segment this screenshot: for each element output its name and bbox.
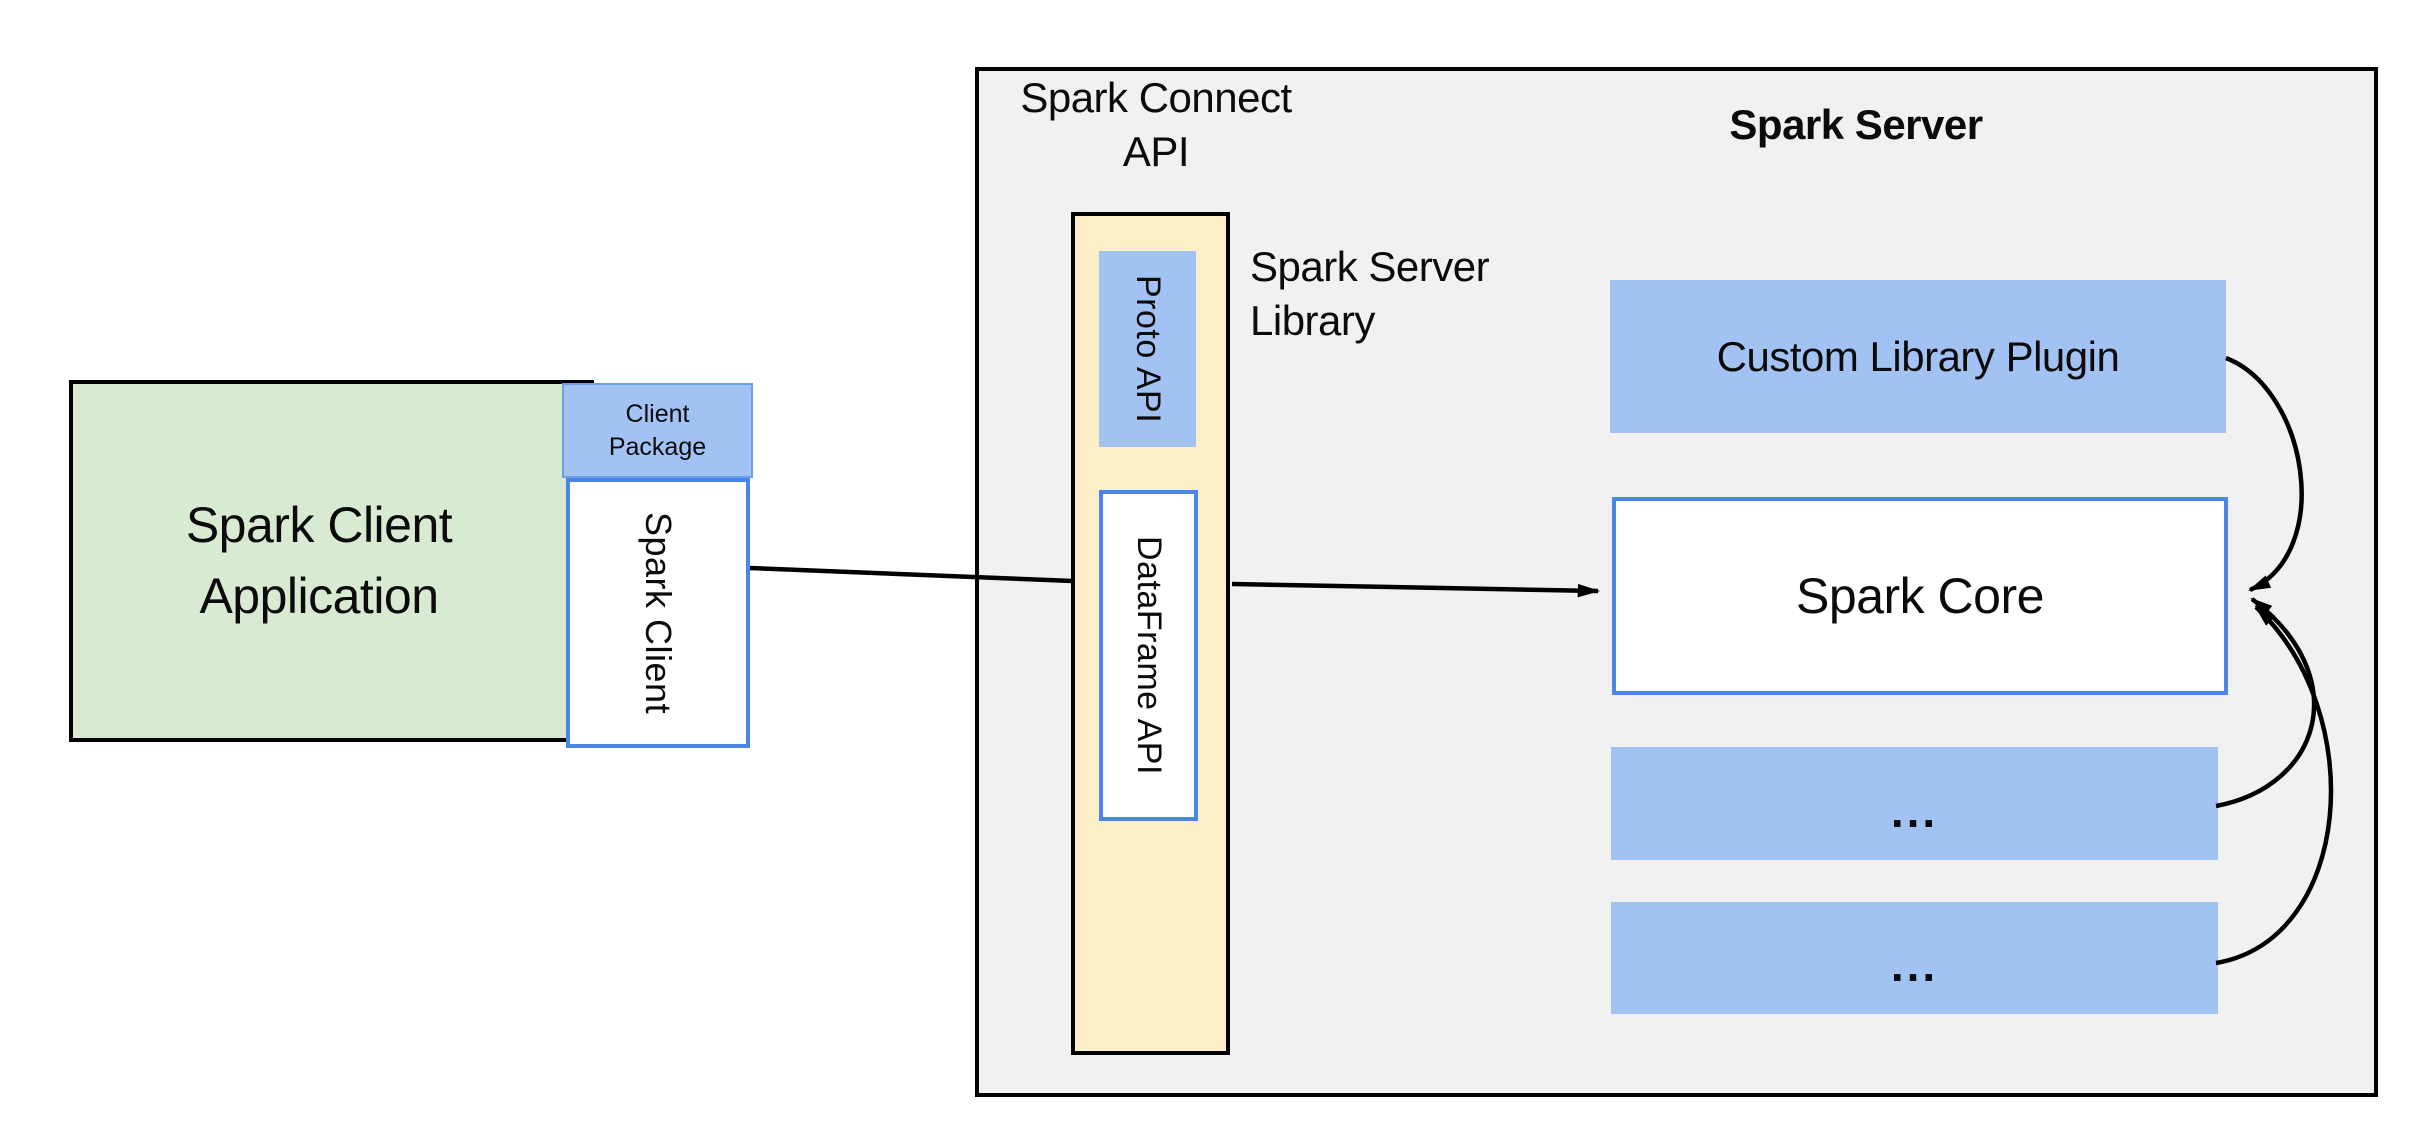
spark-server-library-label: Spark Server Library [1250, 240, 1570, 348]
client-package-label-line2: Package [608, 432, 707, 461]
spark-connect-api-title: Spark Connect API [956, 70, 1356, 180]
client-package-label-line1: Client [625, 399, 690, 428]
spark-client-application-label: Spark Client Application [69, 380, 569, 742]
extra-plugin-box-1: ... [1611, 747, 2218, 860]
spark-core-box: Spark Core [1612, 497, 2228, 695]
spark-server-library-label-line1: Spark Server [1250, 243, 1490, 290]
spark-client-label: Spark Client [638, 511, 679, 715]
spark-connect-api-title-line1: Spark Connect [1020, 74, 1292, 121]
spark-client-application-label-line1: Spark Client [185, 497, 453, 553]
dataframe-api-box: DataFrame API [1099, 490, 1198, 821]
dataframe-api-label: DataFrame API [1130, 536, 1168, 775]
spark-client-application-box [69, 380, 594, 742]
proto-api-label: Proto API [1129, 274, 1167, 424]
spark-connect-api-title-line2: API [1122, 128, 1190, 175]
spark-server-title: Spark Server [1729, 101, 1983, 148]
spark-client-application-label-line2: Application [199, 568, 439, 624]
extra-plugin-box-2: ... [1611, 902, 2218, 1014]
proto-api-box: Proto API [1099, 251, 1196, 447]
spark-client-box: Spark Client [566, 478, 750, 748]
spark-server-library-label-line2: Library [1250, 297, 1375, 344]
custom-library-plugin-box: Custom Library Plugin [1610, 280, 2226, 433]
client-package-box: Client Package [562, 383, 753, 478]
